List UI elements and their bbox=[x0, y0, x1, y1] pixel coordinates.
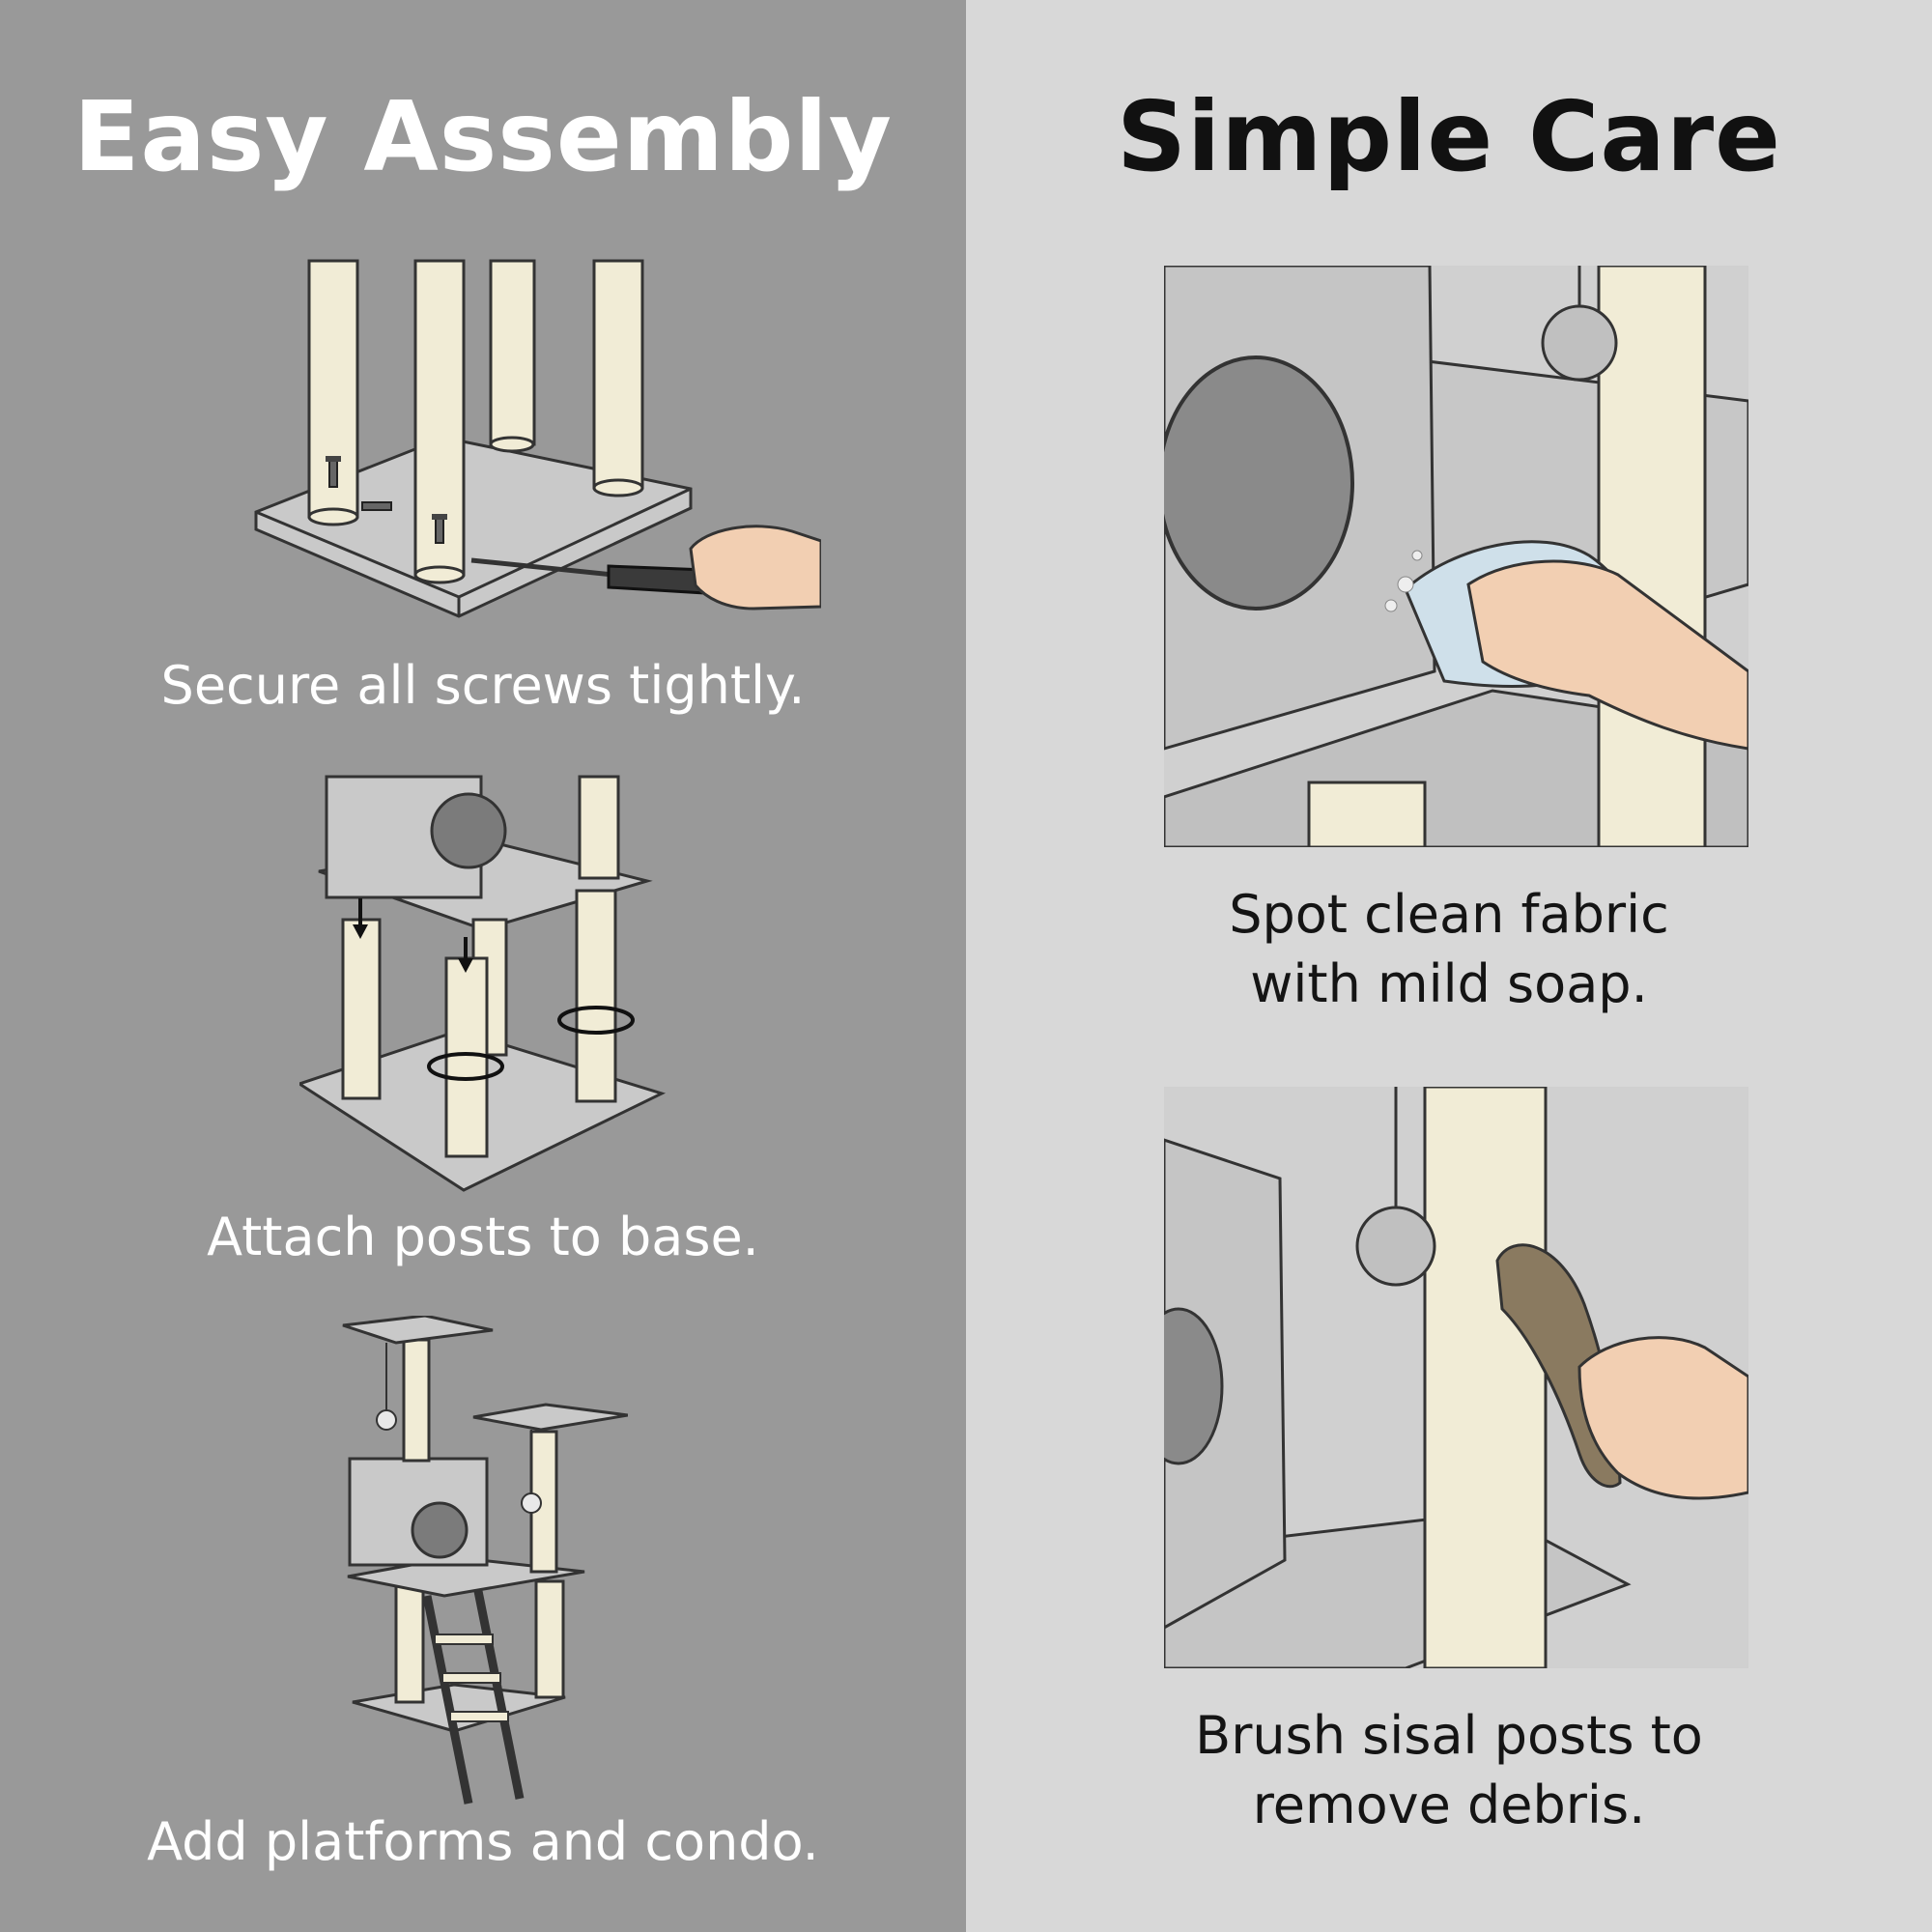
brush-post-illustration bbox=[1164, 1087, 1748, 1668]
screw-step-illustration bbox=[254, 259, 821, 618]
care-title: Simple Care bbox=[1116, 80, 1781, 193]
full-tree-illustration bbox=[342, 1316, 628, 1804]
posts-step-illustration bbox=[299, 775, 667, 1192]
brush-caption-line2: remove debris. bbox=[1252, 1775, 1646, 1835]
spot-clean-caption-line1: Spot clean fabric bbox=[1229, 884, 1669, 945]
screw-step-caption: Secure all screws tightly. bbox=[160, 655, 806, 716]
assembly-title: Easy Assembly bbox=[73, 80, 893, 193]
brush-caption-line1: Brush sisal posts to bbox=[1195, 1705, 1703, 1766]
spot-clean-illustration bbox=[1164, 266, 1748, 847]
tree-step-caption: Add platforms and condo. bbox=[147, 1811, 819, 1872]
spot-clean-caption-line2: with mild soap. bbox=[1250, 953, 1648, 1014]
assembly-panel: Easy Assembly Secure all screws tightly. bbox=[0, 0, 966, 1932]
posts-step-caption: Attach posts to base. bbox=[207, 1207, 759, 1267]
care-panel: Simple Care Spot clean fabric with mild … bbox=[966, 0, 1932, 1932]
